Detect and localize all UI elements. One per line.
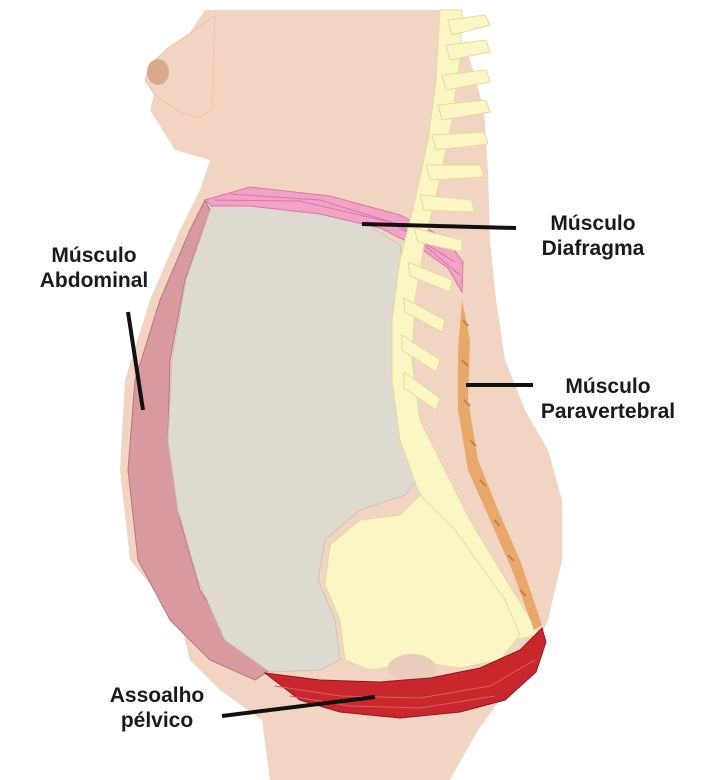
label-pelvic-floor: Assoalho pélvico bbox=[92, 683, 222, 733]
label-abdominal: Músculo Abdominal bbox=[24, 243, 164, 293]
label-pelvic-floor-line2: pélvico bbox=[92, 708, 222, 733]
label-pelvic-floor-line1: Assoalho bbox=[92, 683, 222, 708]
label-abdominal-line1: Músculo bbox=[24, 243, 164, 268]
label-paravertebral-line1: Músculo bbox=[518, 374, 698, 399]
label-abdominal-line2: Abdominal bbox=[24, 268, 164, 293]
label-diaphragm: Músculo Diafragma bbox=[523, 211, 663, 261]
label-paravertebral: Músculo Paravertebral bbox=[518, 374, 698, 424]
label-diaphragm-line1: Músculo bbox=[523, 211, 663, 236]
nipple bbox=[147, 59, 169, 85]
label-paravertebral-line2: Paravertebral bbox=[518, 399, 698, 424]
label-diaphragm-line2: Diafragma bbox=[523, 236, 663, 261]
